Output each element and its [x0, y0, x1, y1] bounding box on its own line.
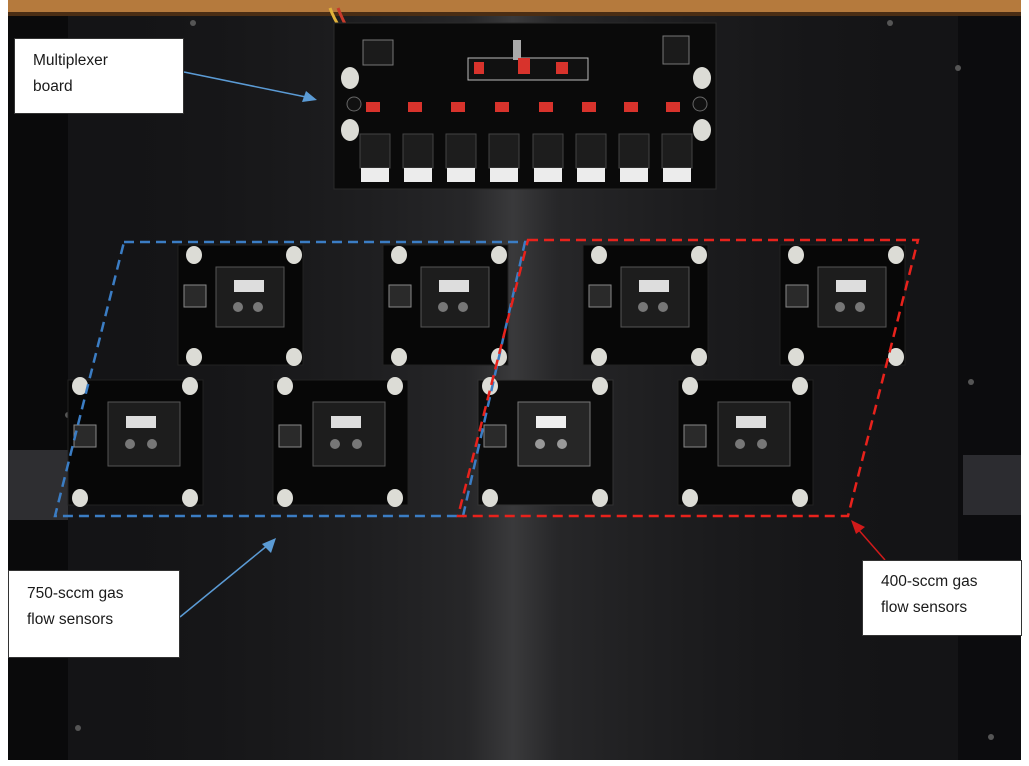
- photograph: [8, 0, 1021, 760]
- callout-line: 400-sccm gas: [881, 573, 978, 590]
- callout-line: flow sensors: [881, 599, 968, 616]
- callout-line: Multiplexer: [33, 52, 108, 69]
- arrow-to-750-group: [179, 538, 276, 618]
- sensor-board: [382, 244, 509, 366]
- sensor-board: [779, 244, 906, 366]
- sensor-board: [477, 377, 614, 507]
- sensor-board: [67, 377, 204, 507]
- arrow-to-multiplexer: [183, 71, 317, 102]
- group-box-400: [456, 238, 920, 518]
- sensor-board: [677, 377, 814, 507]
- photo-scene: [8, 0, 1021, 760]
- panel-screws: [65, 20, 994, 740]
- wood-edge: [8, 0, 1021, 14]
- multiplexer-board: [333, 22, 717, 190]
- arrow-to-400-group: [851, 520, 886, 561]
- callout-750-sccm-sensors: 750-sccm gas flow sensors: [8, 570, 180, 658]
- sensor-board: [272, 377, 409, 507]
- sensor-boards: [67, 244, 906, 507]
- callout-line: board: [33, 78, 73, 95]
- callout-multiplexer-board: Multiplexer board: [14, 38, 184, 114]
- callout-line: 750-sccm gas: [27, 585, 124, 602]
- sensor-board: [177, 244, 304, 366]
- sensor-board: [582, 244, 709, 366]
- callout-line: flow sensors: [27, 611, 114, 628]
- callout-400-sccm-sensors: 400-sccm gas flow sensors: [862, 560, 1022, 636]
